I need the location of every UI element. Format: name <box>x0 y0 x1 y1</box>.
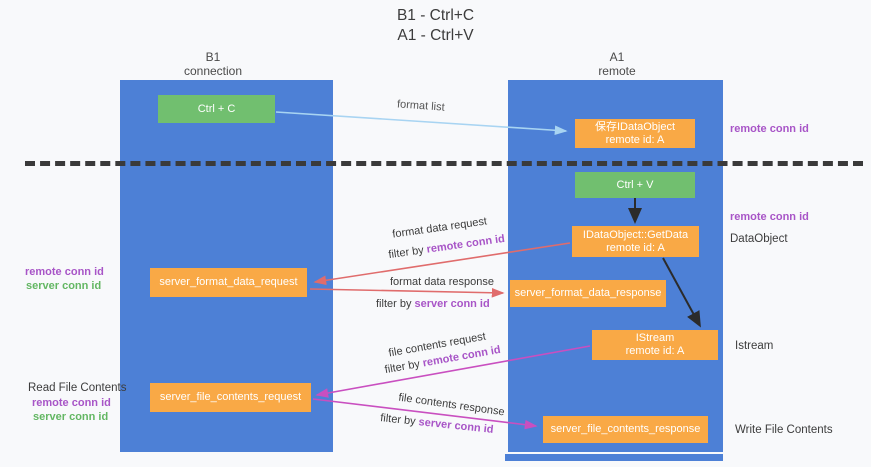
right-column-footer-strip <box>505 454 723 461</box>
filter-remote-conn-id-1: remote conn id <box>425 232 506 256</box>
annotation-dataobject: DataObject <box>730 233 788 245</box>
format-data-response-arrow <box>309 287 505 298</box>
node-ctrl-v-label: Ctrl + V <box>616 178 654 191</box>
annotation-write-file-contents: Write File Contents <box>735 424 833 436</box>
diagram-title: B1 - Ctrl+C A1 - Ctrl+V <box>0 6 871 46</box>
label-file-contents-response: file contents response <box>397 391 506 419</box>
annotation-server-conn-id-bottom-left: server conn id <box>33 411 109 423</box>
node-server-file-contents-request: server_file_contents_request <box>150 383 311 412</box>
node-save-idataobject-line2: remote id: A <box>605 133 665 146</box>
annotation-remote-conn-id-left: remote conn id <box>25 266 104 278</box>
annotation-remote-conn-id-top: remote conn id <box>730 123 809 135</box>
node-istream-line2: remote id: A <box>625 345 685 357</box>
node-istream: IStream remote id: A <box>592 330 718 360</box>
right-column-subtitle: remote <box>598 64 636 78</box>
node-server-format-data-response-label: server_format_data_response <box>514 287 662 299</box>
annotation-read-file-contents: Read File Contents <box>28 382 127 394</box>
annotation-istream: Istream <box>735 340 774 352</box>
left-column-subtitle: connection <box>183 64 243 78</box>
right-column-name: A1 <box>609 50 625 64</box>
left-column-name: B1 <box>205 50 221 64</box>
annotation-server-conn-id-left: server conn id <box>26 280 102 292</box>
label-filter-by-server-1: filter by server conn id <box>376 298 490 310</box>
node-server-file-contents-response-label: server_file_contents_response <box>550 423 701 435</box>
filter-by-text-1: filter by <box>387 243 428 262</box>
node-server-format-data-response: server_format_data_response <box>510 280 666 307</box>
filter-server-conn-id-2: server conn id <box>417 416 495 436</box>
label-filter-by-server-2: filter by server conn id <box>380 412 494 436</box>
node-idataobject-getdata-line1: IDataObject::GetData <box>582 228 689 241</box>
node-istream-line1: IStream <box>635 332 675 344</box>
label-format-list: format list <box>396 98 446 114</box>
label-format-data-response: format data response <box>390 276 494 288</box>
filter-by-text-2: filter by <box>376 298 415 310</box>
node-server-format-data-request: server_format_data_request <box>150 268 307 297</box>
left-column-header: B1 connection <box>163 50 263 78</box>
node-save-idataobject: 保存IDataObject remote id: A <box>575 119 695 148</box>
annotation-remote-conn-id-bottom-left: remote conn id <box>32 397 111 409</box>
node-ctrl-v: Ctrl + V <box>575 172 695 198</box>
node-server-file-contents-request-label: server_file_contents_request <box>159 391 302 403</box>
filter-by-text-4: filter by <box>379 412 420 429</box>
node-server-file-contents-response: server_file_contents_response <box>543 416 708 443</box>
node-server-format-data-request-label: server_format_data_request <box>159 276 298 288</box>
right-column-header: A1 remote <box>567 50 667 78</box>
node-ctrl-c: Ctrl + C <box>158 95 275 123</box>
node-idataobject-getdata: IDataObject::GetData remote id: A <box>572 226 699 257</box>
node-save-idataobject-line1: 保存IDataObject <box>594 120 676 133</box>
title-line-1: B1 - Ctrl+C <box>396 7 475 24</box>
node-idataobject-getdata-line2: remote id: A <box>606 241 665 254</box>
annotation-remote-conn-id-mid: remote conn id <box>730 211 809 223</box>
filter-server-conn-id-1: server conn id <box>414 298 490 310</box>
filter-by-text-3: filter by <box>383 357 424 377</box>
dashed-separator-line <box>25 161 863 166</box>
node-ctrl-c-label: Ctrl + C <box>197 102 236 115</box>
title-line-2: A1 - Ctrl+V <box>397 27 474 44</box>
